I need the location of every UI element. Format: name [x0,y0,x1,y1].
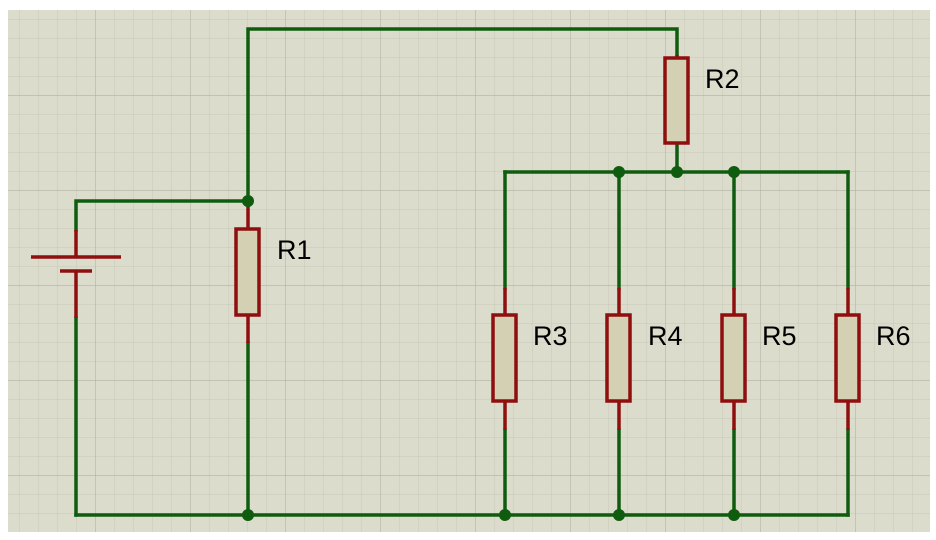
junction-dot [671,166,683,178]
r4-label: R4 [648,321,683,351]
junctions [242,166,740,521]
junction-dot [728,509,740,521]
resistor-r5[interactable]: R5 [720,288,797,430]
resistor-r6[interactable]: R6 [834,288,911,430]
resistor-r1[interactable]: R1 [234,201,312,343]
junction-dot [499,509,511,521]
battery-top-wire [74,199,250,232]
resistor-r2[interactable]: R2 [663,55,740,145]
r1-label: R1 [277,235,312,265]
r6-body [834,313,861,403]
junction-dot [613,509,625,521]
r2-label: R2 [705,64,740,94]
junction-dot [242,195,254,207]
r3-label: R3 [533,321,568,351]
junction-dot [242,509,254,521]
r6-label: R6 [876,321,911,351]
resistor-r4[interactable]: R4 [605,288,683,430]
battery-symbol[interactable] [31,230,121,318]
r1-body [234,227,261,317]
top-rail-wire [246,27,679,203]
resistor-r3[interactable]: R3 [491,288,568,430]
r5-body [720,313,747,403]
r2-body [663,56,690,145]
grid-lines [8,10,930,532]
junction-dot [728,166,740,178]
r4-body [605,313,632,403]
r5-label: R5 [762,321,797,351]
junction-dot [613,166,625,178]
r3-body [491,313,518,403]
